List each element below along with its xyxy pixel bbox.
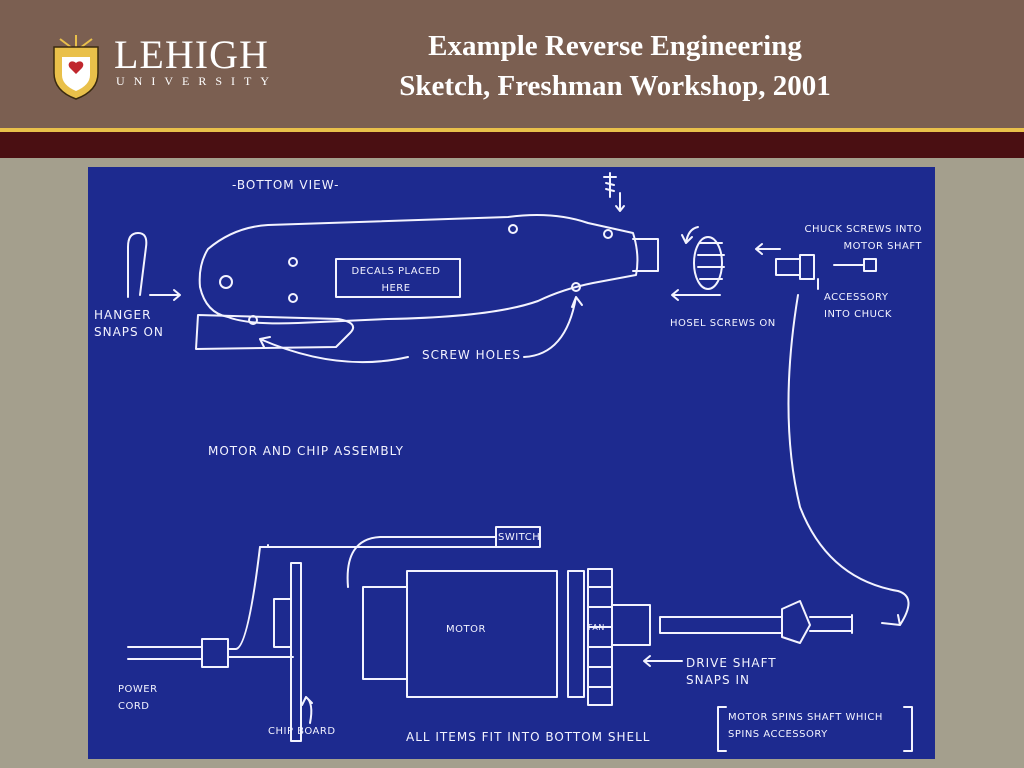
shell-nose <box>632 238 659 272</box>
chip-board-arrow <box>301 696 313 724</box>
power-cord <box>127 646 203 660</box>
label-assembly-title: MOTOR AND CHIP ASSEMBLY <box>208 444 404 458</box>
sketch-drawing <box>127 172 913 752</box>
hanger-clip <box>127 232 148 298</box>
assembly-arrow <box>787 294 910 626</box>
screw-hole-icons <box>219 224 613 325</box>
label-power-cord: POWER CORD <box>118 684 158 712</box>
drive-shaft-arrow <box>643 655 683 667</box>
power-wire <box>227 544 294 658</box>
label-switch: SWITCH <box>498 532 541 543</box>
screw-holes-arrow-left <box>259 336 409 364</box>
cord-plug <box>201 638 229 668</box>
drive-shaft-stub <box>611 604 651 646</box>
label-accessory: ACCESSORY INTO CHUCK <box>824 292 892 320</box>
decal-box <box>335 258 461 298</box>
hanger-arrow <box>149 289 181 301</box>
motor-collar <box>567 570 585 698</box>
hosel-arrow <box>671 289 721 301</box>
blueprint-sketch: -BOTTOM VIEW- HANGER SNAPS ON DECALS PLA… <box>88 167 935 759</box>
label-bottom-view: -BOTTOM VIEW- <box>232 178 340 192</box>
chip-board-block <box>273 598 292 648</box>
lehigh-shield-icon <box>53 35 99 100</box>
motor-body <box>406 570 558 698</box>
chuck-part <box>775 254 815 280</box>
hosel-part <box>693 236 723 290</box>
logo-subtitle: UNIVERSITY <box>116 74 278 88</box>
spin-bracket-left <box>717 706 727 752</box>
chip-board-part <box>290 562 302 742</box>
lehigh-logo: LEHIGH UNIVERSITY <box>50 32 310 101</box>
shell-lower-lip <box>195 314 354 350</box>
screw-icon <box>603 172 617 198</box>
label-fan: FAN <box>588 623 605 632</box>
title-line-1: Example Reverse Engineering <box>428 30 802 62</box>
hosel-ridges <box>697 242 725 280</box>
drive-chuck <box>781 600 853 644</box>
label-chip-board: CHIP BOARD <box>268 726 336 737</box>
shell-outline <box>198 214 639 325</box>
label-spin-note: MOTOR SPINS SHAFT WHICH SPINS ACCESSORY <box>728 712 883 740</box>
label-motor: MOTOR <box>446 624 486 635</box>
hosel-rotate-arrow <box>681 226 699 244</box>
label-chuck: CHUCK SCREWS INTO MOTOR SHAFT <box>804 224 922 252</box>
label-decals: DECALS PLACED HERE <box>351 266 441 294</box>
screw-holes-arrow-right <box>523 296 583 358</box>
spin-bracket-right <box>903 706 913 752</box>
label-hosel: HOSEL SCREWS ON <box>670 318 776 329</box>
switch-wire <box>346 536 497 588</box>
motor-back <box>362 586 408 680</box>
title-line-2: Sketch, Freshman Workshop, 2001 <box>399 70 831 102</box>
logo-wordmark: LEHIGH <box>114 32 269 77</box>
chuck-arrow <box>755 243 781 255</box>
drive-shaft <box>659 616 783 634</box>
maroon-band <box>0 132 1024 158</box>
label-screw-holes: SCREW HOLES <box>422 348 521 362</box>
slide-title: Example Reverse Engineering Sketch, Fres… <box>380 26 850 106</box>
label-hanger: HANGER SNAPS ON <box>94 308 164 339</box>
slide-header <box>0 0 1024 130</box>
gold-divider <box>0 128 1024 132</box>
fan-part <box>587 568 613 706</box>
accessory-part <box>833 258 877 272</box>
screw-arrow <box>615 192 625 212</box>
label-drive-shaft: DRIVE SHAFT SNAPS IN <box>686 656 777 687</box>
label-fit-note: ALL ITEMS FIT INTO BOTTOM SHELL <box>406 730 651 744</box>
